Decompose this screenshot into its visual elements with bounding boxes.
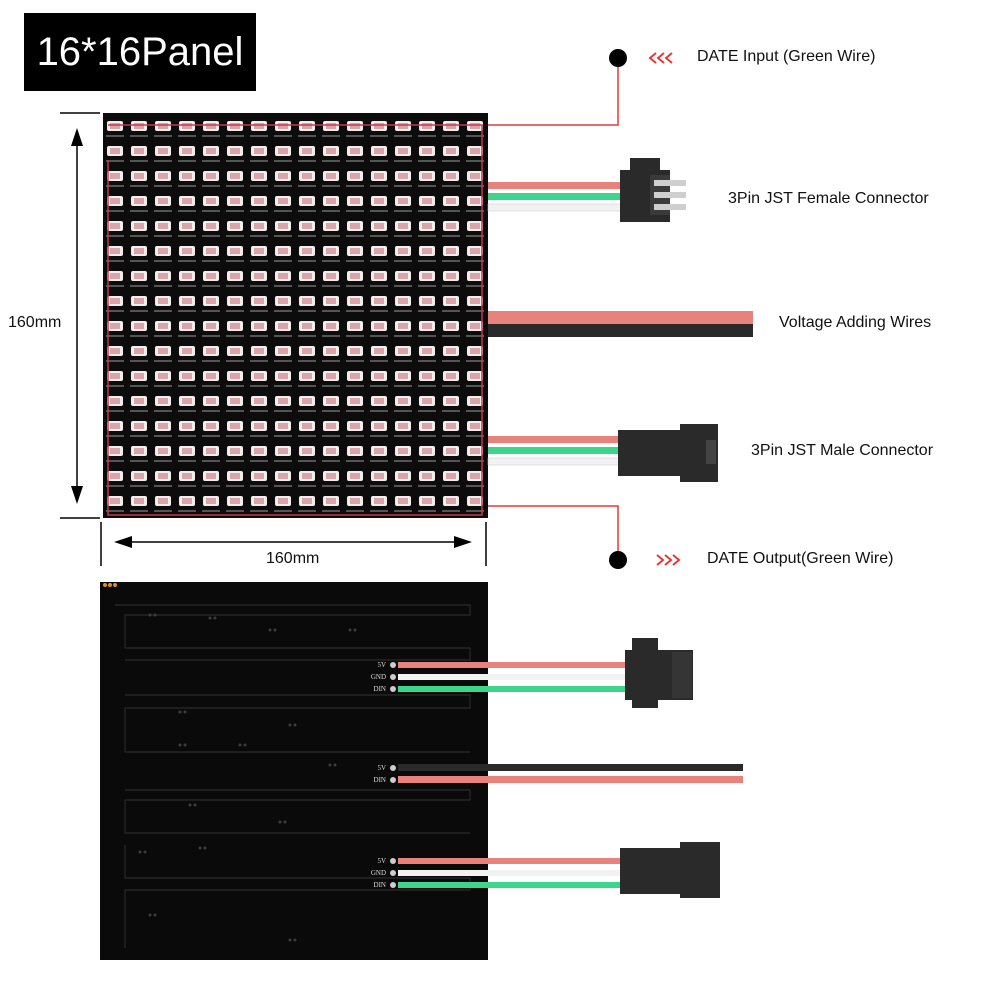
triple-left-chevron-icon <box>648 52 673 64</box>
back-male-connector <box>620 842 720 898</box>
panel-title: 16*16Panel <box>24 13 256 91</box>
voltage-wires <box>488 311 753 337</box>
back-pads-bottom: 5V GND DIN <box>371 857 396 889</box>
back-panel-traces <box>115 604 471 948</box>
male-connector <box>618 424 718 482</box>
pad-label: 5V <box>377 764 386 772</box>
pad-label: DIN <box>374 881 386 889</box>
led-panel-front <box>103 113 488 518</box>
female-connector-wires <box>487 182 624 212</box>
male-connector-label: 3Pin JST Male Connector <box>751 442 934 459</box>
pad-label: GND <box>371 869 386 877</box>
back-pads-top: 5V GND DIN <box>371 661 396 693</box>
voltage-wires-label: Voltage Adding Wires <box>779 314 932 331</box>
female-connector <box>620 158 686 222</box>
back-top-wires <box>398 662 625 692</box>
back-panel-dots <box>103 583 357 942</box>
pad-label: GND <box>371 673 386 681</box>
triple-right-chevron-icon <box>656 554 681 566</box>
height-dimension <box>60 112 100 519</box>
pad-label: 5V <box>377 857 386 865</box>
date-input-label: DATE Input (Green Wire) <box>697 48 876 65</box>
date-output-dot <box>609 551 627 569</box>
back-pads-middle: 5V DIN <box>374 764 396 784</box>
width-dimension <box>100 522 487 566</box>
male-connector-wires <box>487 436 624 466</box>
height-dimension-label: 160mm <box>8 314 62 331</box>
date-input-dot <box>609 49 627 67</box>
date-input-leader <box>488 58 619 126</box>
female-connector-label: 3Pin JST Female Connector <box>728 190 929 207</box>
back-bottom-wires <box>398 858 620 888</box>
date-output-label: DATE Output(Green Wire) <box>707 550 894 567</box>
width-dimension-label: 160mm <box>266 550 320 567</box>
panel-trace <box>107 124 483 516</box>
date-output-leader <box>488 505 619 560</box>
back-voltage-wires <box>398 764 743 783</box>
pad-label: 5V <box>377 661 386 669</box>
back-female-connector <box>625 638 693 708</box>
pad-label: DIN <box>374 685 386 693</box>
pad-label: DIN <box>374 776 386 784</box>
